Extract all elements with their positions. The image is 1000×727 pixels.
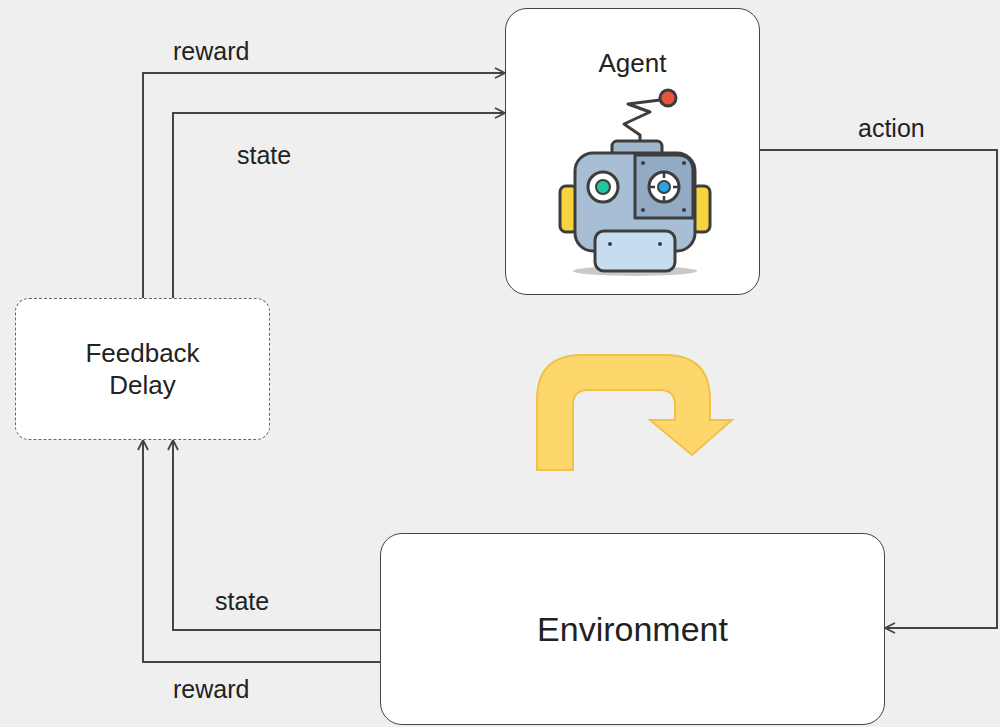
flow-arrow	[143, 73, 505, 298]
environment-box: Environment	[380, 533, 885, 725]
flow-arrow	[143, 440, 380, 662]
edge-label: state	[212, 588, 272, 616]
delay-box: Feedback Delay	[15, 298, 270, 440]
node-label: Agent	[599, 47, 667, 80]
edge-label: action	[855, 115, 928, 143]
edge-label: reward	[170, 38, 252, 66]
edge-label: state	[234, 142, 294, 170]
agent-box: Agent	[505, 8, 760, 295]
flow-arrow	[173, 440, 380, 630]
flow-arrow	[173, 113, 505, 298]
cycle-arrow	[537, 355, 732, 470]
node-label: Feedback Delay	[58, 337, 228, 402]
edge-label: reward	[170, 676, 252, 704]
node-label: Environment	[537, 608, 728, 651]
